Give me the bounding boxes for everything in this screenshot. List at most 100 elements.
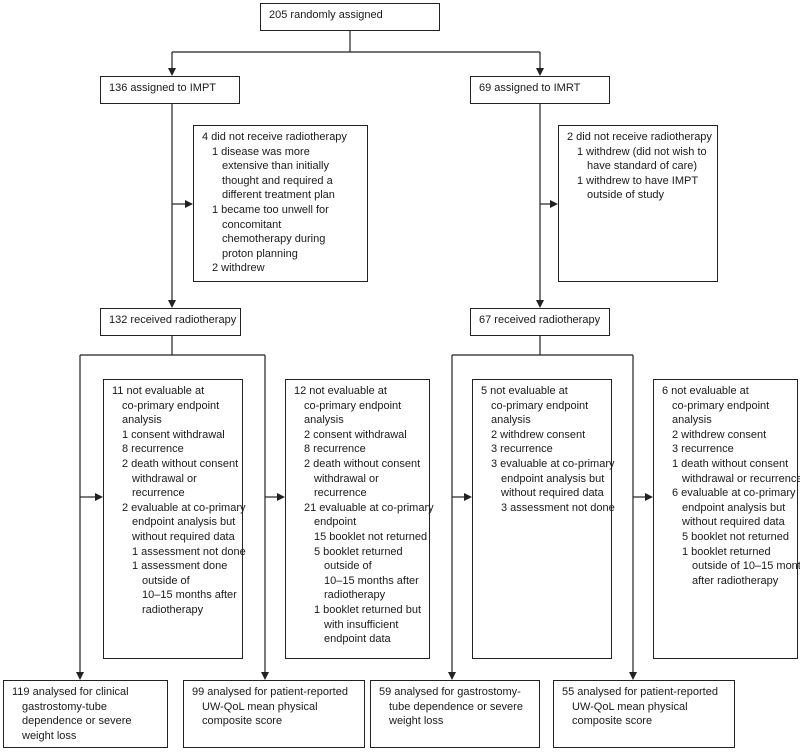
box-text-line: withdrawal or (132, 472, 197, 485)
arrow-down-icon (536, 300, 544, 308)
arrow-down-icon (629, 672, 637, 680)
box-text-line: 132 received radiotherapy (109, 314, 237, 326)
box-text-line: co-primary endpoint (304, 399, 402, 412)
arrow-right-icon (95, 493, 103, 501)
box-text-line: 15 booklet not returned (314, 530, 428, 543)
arrow-down-icon (168, 68, 176, 76)
arrow-down-icon (536, 68, 544, 76)
box-text-line: 5 booklet returned (314, 545, 403, 558)
box-text-line: without required data (501, 487, 604, 500)
box-text-line: 1 assessment not done (132, 545, 246, 558)
box-text-line: 8 recurrence (122, 443, 184, 456)
arrow-down-icon (76, 672, 84, 680)
imrt-received-box: 67 received radiotherapy (470, 308, 610, 336)
box-text-line: outside of (142, 574, 190, 587)
box-text-line: weight loss (22, 729, 77, 742)
box-text-line: 5 not evaluable at (481, 385, 568, 397)
box-text-line: with insufficient (324, 618, 399, 631)
arrow-right-icon (464, 493, 472, 501)
arrow-right-icon (277, 493, 285, 501)
box-text-line: UW-QoL mean physical (572, 700, 688, 713)
randomised-box: 205 randomly assigned (260, 3, 440, 31)
box-text-line: without required data (132, 530, 235, 543)
box-text-line: 59 analysed for gastrostomy- (379, 686, 521, 698)
box-text-line: 11 not evaluable at (112, 385, 205, 397)
box-text-line: radiotherapy (324, 589, 386, 602)
box-text-line: endpoint analysis but (501, 472, 605, 485)
box-text-line: 2 withdrew consent (491, 428, 586, 441)
box-text-line: composite score (202, 715, 283, 728)
box-text-line: analysis (122, 414, 162, 427)
box-text-line: 10–15 months after (142, 589, 237, 602)
box-text-line: recurrence (132, 487, 185, 500)
box-text-line: 1 disease was more (212, 145, 310, 158)
box-text-line: 2 consent withdrawal (304, 428, 407, 441)
box-text-line: 1 booklet returned but (314, 603, 422, 616)
box-text-line: co-primary endpoint (122, 399, 220, 412)
box-text-line: 6 not evaluable at (662, 385, 749, 397)
box-text-line: withdrawal or recurrence (682, 472, 800, 485)
box-text-line: 1 withdrew to have IMPT (577, 174, 699, 187)
box-text-line: 1 became too unwell for (212, 203, 329, 216)
impt-patient-reported-not-evaluable-box: 12 not evaluable at co-primary endpoint an… (285, 379, 434, 659)
impt-received-box: 132 received radiotherapy (100, 308, 241, 336)
box-text-line: extensive than initially (222, 160, 330, 173)
box-text-line: 1 assessment done (132, 560, 228, 573)
impt-assigned-box: 136 assigned to IMPT (100, 76, 240, 104)
imrt-clinical-analysed-box: 59 analysed for gastrostomy-tube depende… (370, 680, 540, 748)
box-text-line: withdrawal or (314, 472, 379, 485)
box-text-line: different treatment plan (222, 189, 335, 202)
box-text-line: 3 recurrence (672, 443, 734, 456)
box-text-line: recurrence (314, 487, 367, 500)
box-text-line: gastrostomy-tube (22, 700, 107, 713)
box-text-line: 99 analysed for patient-reported (192, 686, 348, 698)
box-text-line: composite score (572, 715, 653, 728)
box-text-line: 55 analysed for patient-reported (562, 686, 718, 698)
box-text-line: outside of 10–15 months (692, 560, 800, 573)
box-text-line: 1 consent withdrawal (122, 428, 225, 441)
box-text-line: after radiotherapy (692, 574, 779, 587)
imrt-assigned-box: 69 assigned to IMRT (470, 76, 610, 104)
box-text-line: dependence or severe (22, 715, 132, 728)
box-text-line: have standard of care) (587, 160, 698, 173)
box-text-line: 67 received radiotherapy (479, 314, 601, 326)
box-text-line: UW-QoL mean physical (202, 700, 318, 713)
arrow-down-icon (448, 672, 456, 680)
box-text-line: endpoint analysis but (132, 516, 236, 529)
box-text-line: 2 withdrew (212, 262, 265, 275)
box-text-line: endpoint data (324, 633, 391, 646)
box-text-line: 3 evaluable at co-primary (491, 457, 615, 470)
box-text-line: 2 death without consent (304, 457, 421, 470)
arrow-right-icon (185, 200, 193, 208)
box-text-line: outside of (324, 560, 372, 573)
arrow-down-icon (168, 300, 176, 308)
box-text-line: 4 did not receive radiotherapy (202, 131, 347, 143)
box-text-line: 205 randomly assigned (269, 9, 383, 21)
impt-excluded-box: 4 did not receive radiotherapy 1 disease … (193, 125, 368, 282)
box-text-line: weight loss (389, 715, 444, 728)
box-text-line: 2 did not receive radiotherapy (567, 131, 712, 143)
box-text-line: tube dependence or severe (389, 700, 523, 713)
box-text-line: 2 evaluable at co-primary (122, 501, 246, 514)
box-text-line: 2 withdrew consent (672, 428, 767, 441)
imrt-excluded-box: 2 did not receive radiotherapy 1 withdrew… (558, 125, 718, 282)
box-text-line: 3 assessment not done (501, 501, 615, 514)
box-text-line: proton planning (222, 247, 298, 260)
box-text-line: 3 recurrence (491, 443, 553, 456)
box-text-line: 1 withdrew (did not wish to (577, 145, 707, 158)
box-text-line: co-primary endpoint (672, 399, 770, 412)
box-text-line: 69 assigned to IMRT (479, 82, 581, 94)
box-text-line: co-primary endpoint (491, 399, 589, 412)
box-text-line: 21 evaluable at co-primary (304, 501, 434, 514)
arrow-right-icon (645, 493, 653, 501)
box-text-line: 136 assigned to IMPT (109, 82, 217, 94)
box-text-line: 12 not evaluable at (294, 385, 387, 397)
box-text-line: analysis (304, 414, 344, 427)
box-text-line: 5 booklet not returned (682, 530, 790, 543)
